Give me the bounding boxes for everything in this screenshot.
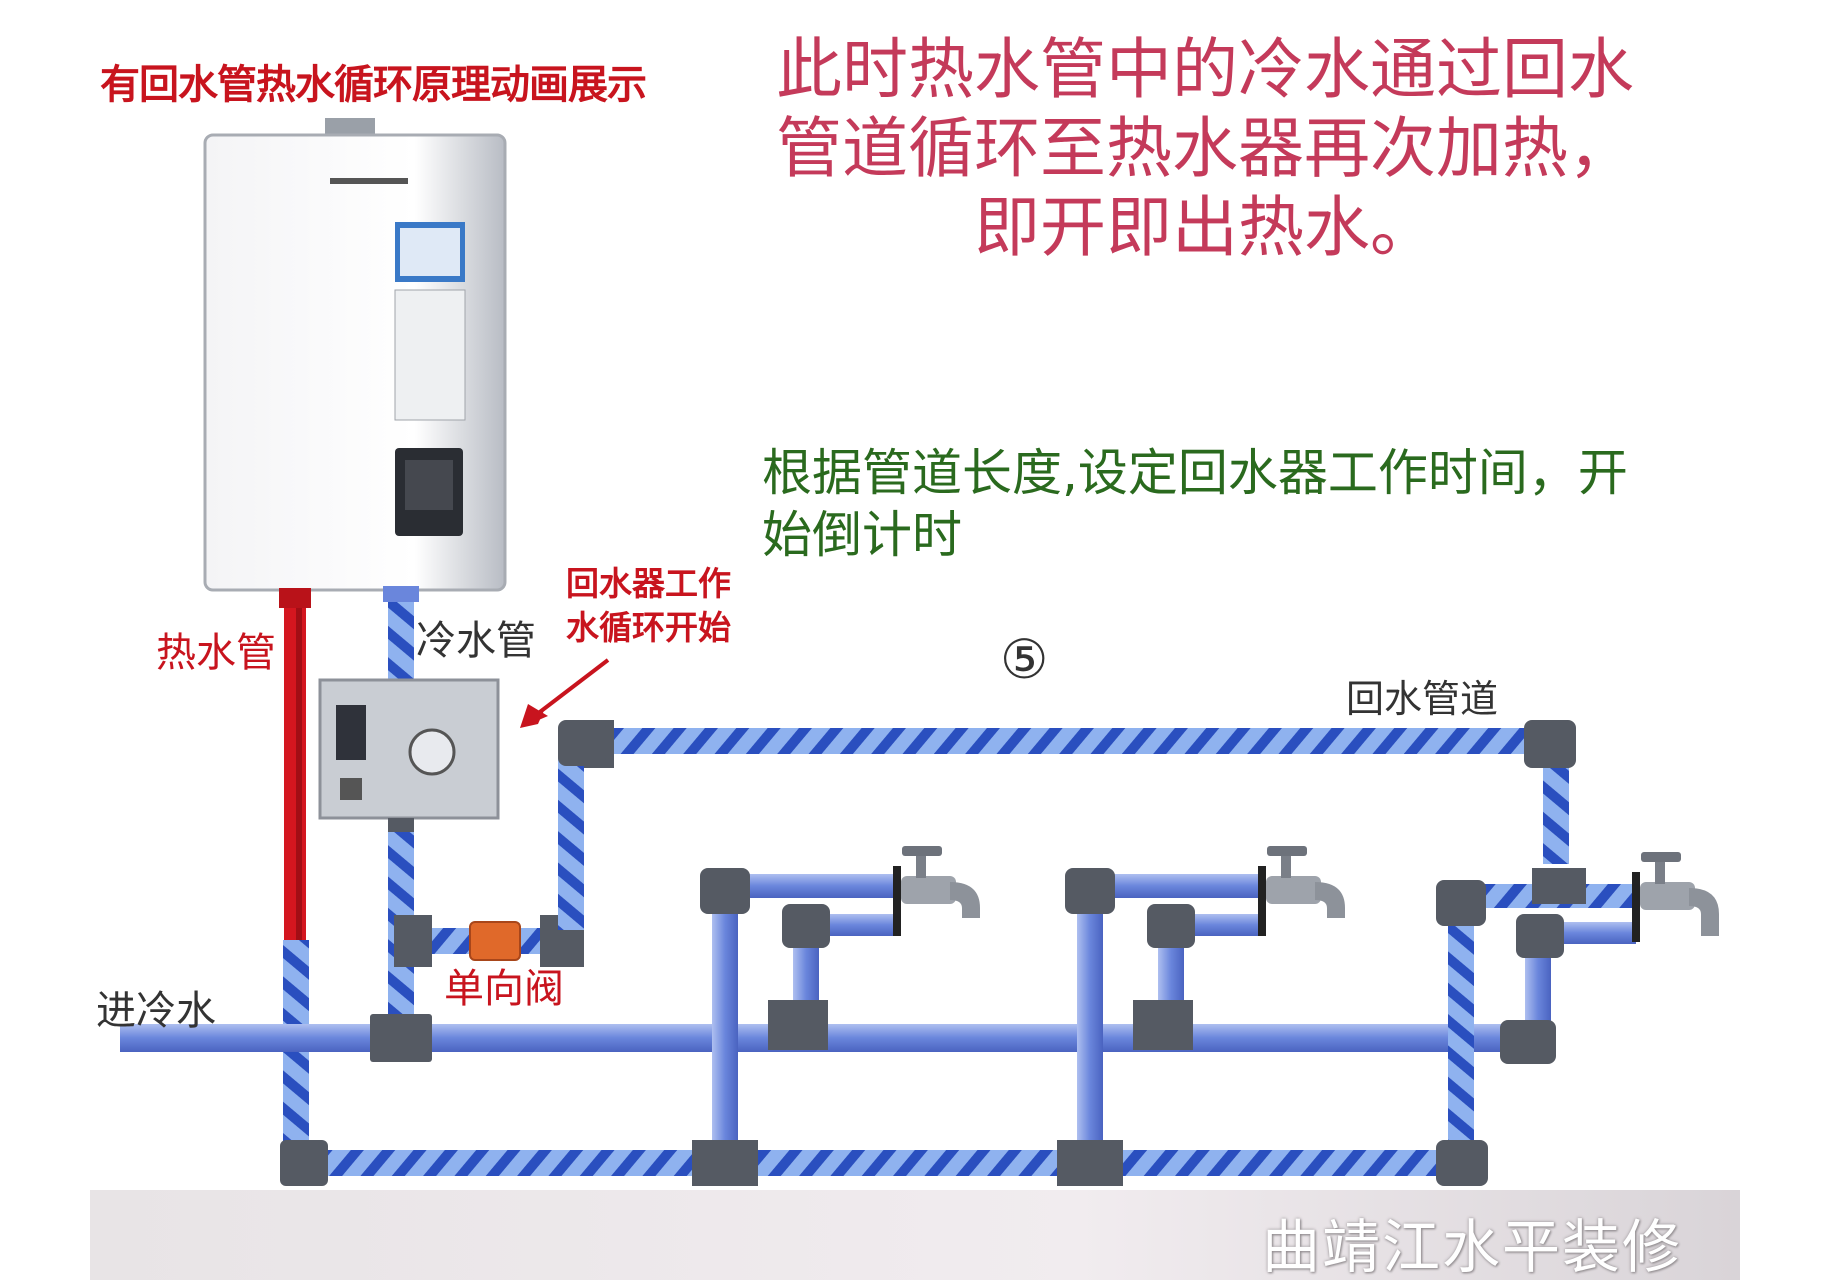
label-hot-pipe: 热水管 — [156, 630, 276, 676]
label-cold-pipe: 冷水管 — [416, 618, 536, 664]
water-heater-icon — [203, 118, 507, 592]
explanation-text: 此时热水管中的冷水通过回水管道循环至热水器再次加热，即开即出热水。 — [776, 31, 1634, 266]
check-valve — [469, 921, 521, 961]
bottom-return-pipe — [300, 1150, 1480, 1176]
fixture-group-3 — [1436, 852, 1719, 1186]
hot-pipe-lower — [283, 940, 309, 1165]
fixture-group-2 — [1057, 846, 1345, 1186]
faucet-icon — [1640, 852, 1719, 936]
footer-band — [90, 1190, 1740, 1280]
faucet-icon — [1266, 846, 1345, 918]
arrow-icon — [520, 658, 610, 728]
fixture-group-1 — [692, 846, 980, 1186]
label-check-valve: 单向阀 — [444, 966, 564, 1012]
recirculation-pump-icon — [318, 678, 500, 832]
label-cold-inlet: 进冷水 — [96, 988, 216, 1034]
hot-water-pipe — [284, 596, 306, 941]
watermark: 曲靖江水平装修 — [1262, 1213, 1683, 1281]
timer-note: 根据管道长度,设定回水器工作时间，开始倒计时 — [762, 444, 1628, 564]
diagram-title: 有回水管热水循环原理动画展示 — [100, 62, 647, 108]
faucet-icon — [901, 846, 980, 918]
cold-water-pipe — [388, 590, 414, 680]
label-pump-working: 回水器工作水循环开始 — [566, 564, 731, 647]
label-return-pipe: 回水管道 — [1346, 677, 1499, 721]
return-pipe — [590, 728, 1536, 754]
step-number: ⑤ — [1000, 628, 1049, 691]
